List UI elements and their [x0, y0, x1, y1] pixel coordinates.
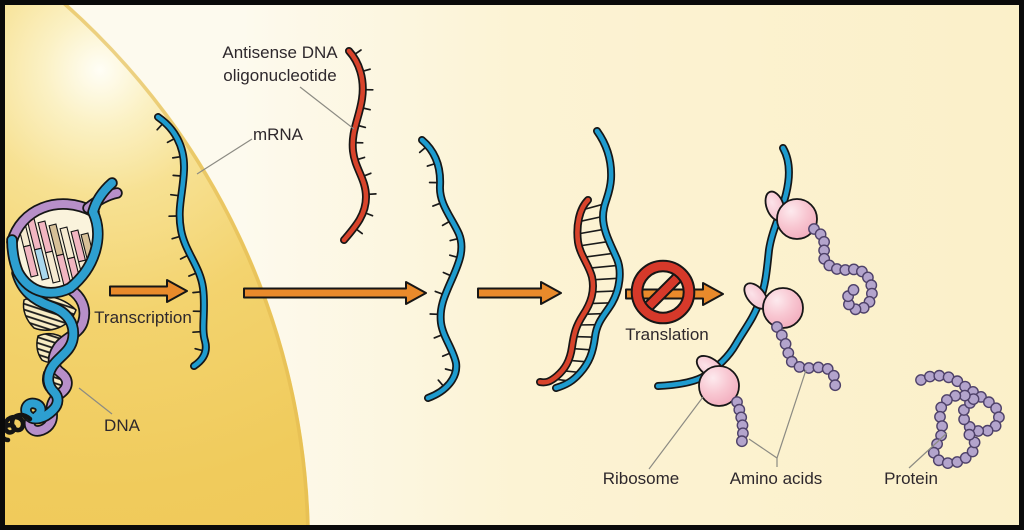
antisense-pointer-line — [299, 86, 355, 130]
nucleus — [5, 5, 310, 525]
dna-blue-strand — [13, 269, 78, 423]
prohibition-icon — [630, 259, 696, 325]
hybridization-arrow — [477, 281, 562, 305]
transcription-arrow — [109, 279, 188, 303]
antisense-label-line1: Antisense DNA — [222, 43, 338, 62]
dna-double-helix — [5, 177, 123, 443]
mrna-nucleus-strand — [155, 114, 209, 369]
amino-acids-pointer-lines — [748, 369, 807, 467]
translation-label: Translation — [625, 325, 708, 344]
mrna-label: mRNA — [253, 125, 304, 144]
ribosome-large-subunit — [776, 198, 818, 240]
protein-label: Protein — [884, 469, 938, 488]
ribosome-label: Ribosome — [603, 469, 680, 488]
dna-pointer-line — [78, 387, 113, 415]
ribosome-1 — [764, 190, 818, 240]
duplex-antisense-strand — [537, 197, 596, 385]
amino-acid-chain-2 — [771, 321, 842, 392]
protein-pointer-line — [908, 432, 948, 469]
ribosome-large-subunit — [762, 287, 804, 329]
dna-purple-strand — [25, 285, 89, 435]
dna-label: DNA — [104, 416, 141, 435]
ribosome-large-subunit — [698, 365, 740, 407]
mrna-cytoplasm-strand — [419, 137, 464, 401]
antisense-label-line2: oligonucleotide — [223, 66, 336, 85]
chromatin-coil — [5, 412, 33, 443]
ribosome-2 — [743, 282, 804, 329]
amino-acids-label: Amino acids — [730, 469, 823, 488]
ribosome-3 — [695, 355, 740, 407]
antisense-strand — [341, 48, 369, 243]
amino-acid-chain-1 — [808, 223, 878, 316]
export-arrow — [243, 281, 427, 305]
transcription-label: Transcription — [94, 308, 192, 327]
duplex-mrna-strand — [553, 128, 623, 391]
protein-bead-coil — [915, 369, 1005, 469]
amino-acid-chain-3 — [731, 396, 749, 448]
mrna-pointer-line — [196, 138, 253, 175]
ribosome-pointer-line — [648, 396, 704, 470]
dna-open-region — [6, 177, 123, 299]
